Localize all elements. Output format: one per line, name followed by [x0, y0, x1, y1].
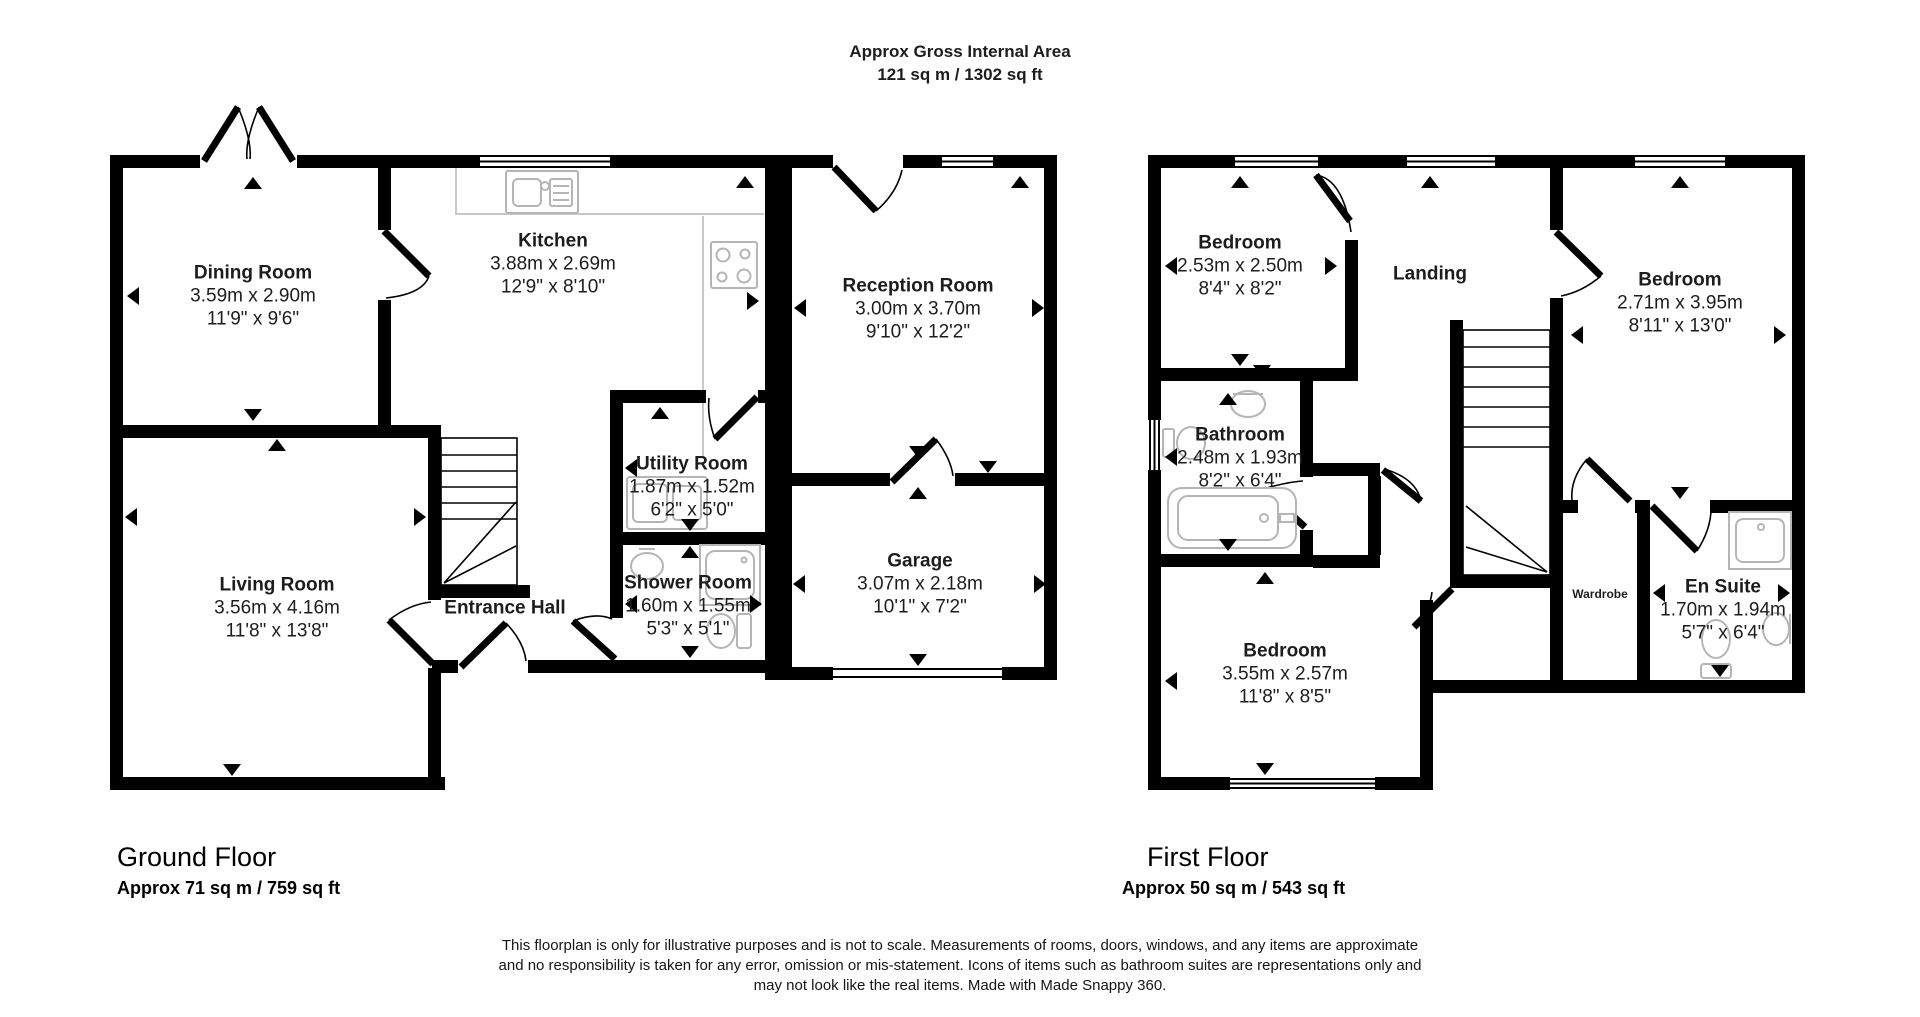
cupboard-door: [1380, 467, 1424, 504]
room-label-bedroom2: Bedroom 2.71m x 3.95m 8'11" x 13'0": [1617, 269, 1743, 337]
first-floor-walls: [1148, 155, 1805, 790]
room-label-kitchen: Kitchen 3.88m x 2.69m 12'9" x 8'10": [490, 230, 616, 298]
ground-floor-stairs: [440, 437, 518, 586]
reception-door: [831, 164, 903, 214]
ground-floor-title: Ground Floor: [117, 842, 277, 872]
gross-internal-area-header: Approx Gross Internal Area 121 sq m / 13…: [0, 40, 1920, 86]
header-title: Approx Gross Internal Area: [849, 42, 1071, 61]
bedroom2-window: [1635, 155, 1725, 168]
first-floor-plan: [1148, 155, 1805, 790]
ensuite-door: [1649, 503, 1712, 554]
utility-sink-icon: [626, 476, 708, 530]
kitchen-sink-icon: [505, 170, 579, 214]
room-label-bathroom: Bathroom 2.48m x 1.93m 8'2" x 6'4": [1177, 424, 1303, 492]
bedroom1-door: [1313, 172, 1353, 233]
ground-floor-plan: [110, 105, 1057, 790]
wardrobe-door: [1570, 456, 1633, 504]
bathroom-sink-icon: [1230, 390, 1266, 418]
garage-door-opening: [833, 668, 1002, 678]
ensuite-sink-icon: [1762, 612, 1791, 646]
room-label-garage: Garage 3.07m x 2.18m 10'1" x 7'2": [857, 550, 983, 618]
disclaimer-line-1: This floorplan is only for illustrative …: [501, 937, 1419, 954]
utility-door: [707, 394, 760, 442]
front-door: [458, 620, 527, 670]
room-label-bedroom3: Bedroom 3.55m x 2.57m 11'8" x 8'5": [1222, 640, 1348, 708]
kitchen-counter: [455, 168, 764, 458]
disclaimer-line-3: may not look like the real items. Made w…: [753, 977, 1167, 994]
dining-kitchen-door: [381, 228, 432, 299]
first-floor-title: First Floor: [1147, 842, 1269, 872]
room-label-bedroom1: Bedroom 2.53m x 2.50m 8'4" x 8'2": [1177, 232, 1303, 300]
bedroom2-door: [1553, 229, 1604, 297]
bedroom1-window: [1235, 155, 1318, 168]
bedroom3-window: [1230, 778, 1375, 789]
room-label-reception: Reception Room 3.00m x 3.70m 9'10" x 12'…: [842, 275, 994, 343]
first-floor-stairs: [1462, 329, 1551, 576]
disclaimer-footer: This floorplan is only for illustrative …: [0, 936, 1920, 996]
ground-floor-area: Approx 71 sq m / 759 sq ft: [117, 878, 341, 898]
bedroom3-door: [1411, 586, 1455, 630]
dining-french-doors: [201, 105, 296, 163]
room-label-utility: Utility Room 1.87m x 1.52m 6'2" x 5'0": [629, 453, 755, 521]
header-area: 121 sq m / 1302 sq ft: [877, 65, 1043, 84]
living-room-window: [175, 778, 290, 789]
room-label-ensuite: En Suite 1.70m x 1.94m 5'7" x 6'4": [1660, 576, 1786, 644]
shower-cubicle-icon: [699, 544, 761, 606]
room-label-dining: Dining Room 3.59m x 2.90m 11'9" x 9'6": [190, 262, 316, 330]
reception-window: [942, 155, 993, 168]
disclaimer-line-2: and no responsibility is taken for any e…: [498, 957, 1422, 974]
ensuite-shower-icon: [1728, 511, 1792, 570]
room-label-entrance-hall: Entrance Hall: [444, 597, 566, 619]
room-label-shower-room: Shower Room 1.60m x 1.55m 5'3" x 5'1": [624, 572, 752, 640]
stove-icon: [710, 241, 758, 289]
first-floor-area: Approx 50 sq m / 543 sq ft: [1122, 878, 1346, 898]
bathtub-icon: [1167, 487, 1297, 549]
room-label-landing: Landing: [1393, 263, 1467, 285]
shower-room-sink-icon: [630, 548, 664, 580]
garage-side-door: [889, 436, 954, 485]
bathroom-window: [1149, 420, 1160, 470]
hall-living-door: [386, 601, 436, 667]
room-label-wardrobe: Wardrobe: [1572, 587, 1628, 601]
landing-window: [1407, 155, 1495, 168]
room-label-living: Living Room 3.56m x 4.16m 11'8" x 13'8": [214, 574, 340, 642]
shower-room-toilet-icon: [706, 613, 752, 649]
hall-shower-door: [570, 615, 618, 662]
kitchen-window: [480, 155, 610, 168]
ground-floor-walls: [110, 155, 1057, 790]
